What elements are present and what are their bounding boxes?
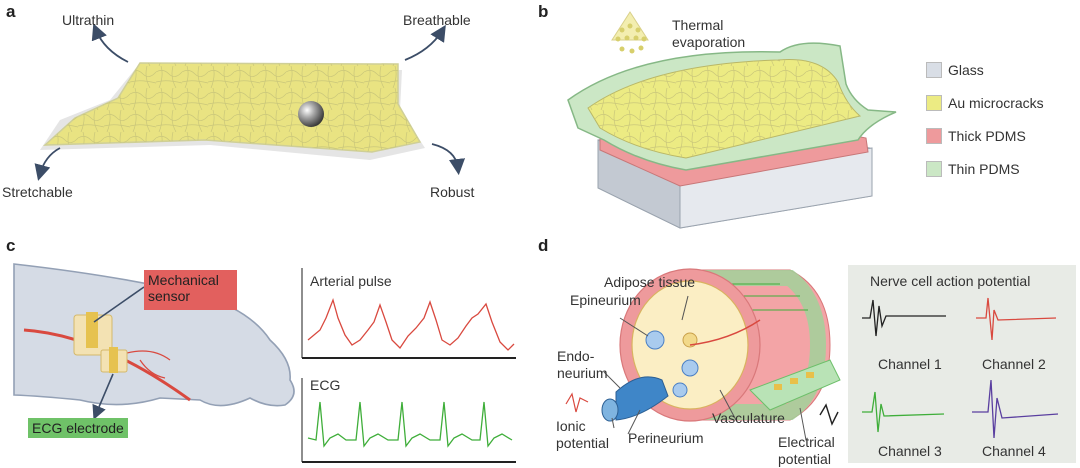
legend-label-glass: Glass bbox=[948, 62, 984, 79]
nerve-title: Nerve cell action potential bbox=[870, 273, 1030, 290]
vasculature-label: Vasculature bbox=[712, 410, 785, 427]
stretchable-label: Stretchable bbox=[2, 184, 73, 201]
legend-label-au: Au microcracks bbox=[948, 95, 1044, 112]
electrical-label-1: Electrical bbox=[778, 434, 835, 451]
channel-4-label: Channel 4 bbox=[982, 443, 1046, 460]
channel-2-label: Channel 2 bbox=[982, 356, 1046, 373]
breathable-label: Breathable bbox=[403, 12, 471, 29]
adipose-tissue-label: Adipose tissue bbox=[604, 274, 695, 291]
arterial-pulse-label: Arterial pulse bbox=[310, 273, 392, 290]
panel-label-a: a bbox=[6, 2, 15, 22]
sensor-text: sensor bbox=[148, 288, 233, 304]
channel-3-label: Channel 3 bbox=[878, 443, 942, 460]
evaporation-source-icon bbox=[612, 12, 648, 54]
thermal-label: Thermal bbox=[672, 17, 723, 34]
ultrathin-label: Ultrathin bbox=[62, 12, 114, 29]
endoneurium-label-1: Endo- bbox=[557, 348, 594, 365]
ecg-trace bbox=[308, 402, 512, 446]
steel-ball-icon bbox=[298, 101, 324, 127]
legend-swatch-thick-pdms bbox=[926, 128, 942, 144]
ecg-label: ECG bbox=[310, 377, 340, 394]
electrical-label-2: potential bbox=[778, 451, 831, 468]
legend-swatch-au bbox=[926, 95, 942, 111]
perineurium-label: Perineurium bbox=[628, 430, 703, 447]
panel-label-d: d bbox=[538, 236, 548, 256]
mechanical-sensor-label: Mechanical sensor bbox=[144, 270, 237, 310]
legend-swatch-thin-pdms bbox=[926, 161, 942, 177]
panel-label-b: b bbox=[538, 2, 548, 22]
evaporation-label: evaporation bbox=[672, 34, 745, 51]
endoneurium-label-2: neurium bbox=[557, 365, 608, 382]
legend-swatch-glass bbox=[926, 62, 942, 78]
panel-a-film bbox=[40, 63, 425, 160]
channel-1-label: Channel 1 bbox=[878, 356, 942, 373]
panel-label-c: c bbox=[6, 236, 15, 256]
legend-label-thin-pdms: Thin PDMS bbox=[948, 161, 1020, 178]
panel-b-stack bbox=[568, 43, 896, 228]
mechanical-text: Mechanical bbox=[148, 272, 233, 288]
arterial-pulse-trace bbox=[308, 300, 514, 350]
epineurium-label: Epineurium bbox=[570, 292, 641, 309]
ionic-label-1: Ionic bbox=[556, 418, 586, 435]
ionic-label-2: potential bbox=[556, 435, 609, 452]
legend-label-thick-pdms: Thick PDMS bbox=[948, 128, 1026, 145]
robust-label: Robust bbox=[430, 184, 474, 201]
ecg-electrode-label: ECG electrode bbox=[28, 418, 128, 438]
